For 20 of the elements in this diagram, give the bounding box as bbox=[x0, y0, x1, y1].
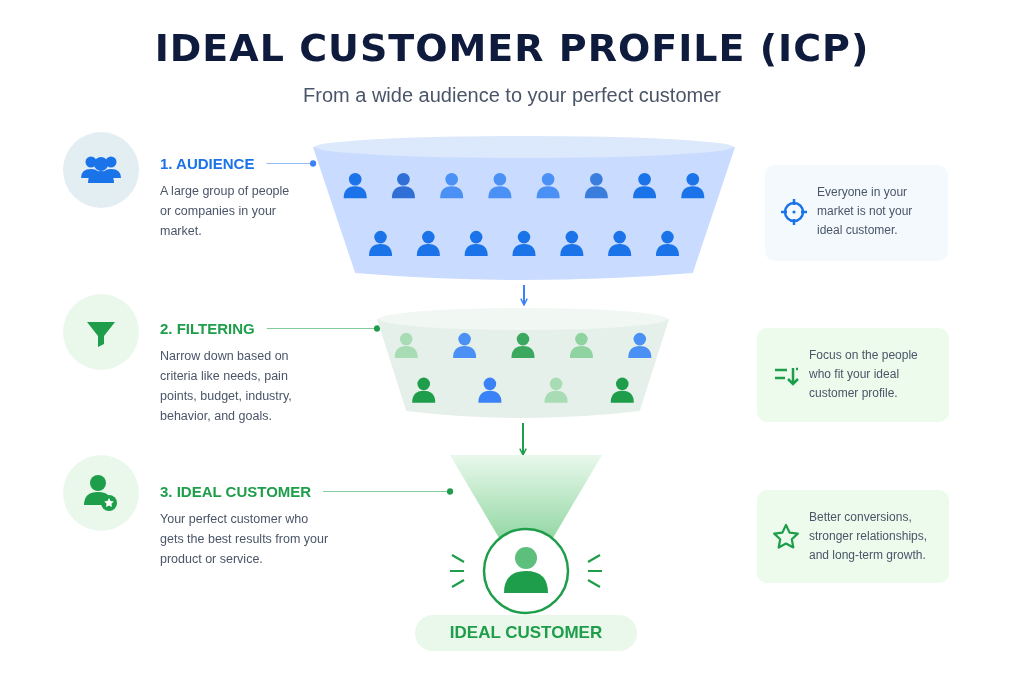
card-text: Everyone in your market is not your ideal customer. bbox=[817, 184, 914, 239]
step-description: A large group of people or companies in your market. bbox=[160, 183, 291, 240]
card-text: Better conversions, stronger relationships, and long-term growth. bbox=[809, 509, 929, 564]
result-banner: IDEAL CUSTOMER bbox=[415, 615, 637, 651]
arrow bbox=[519, 422, 527, 456]
title: IDEAL CUSTOMER PROFILE (ICP) bbox=[153, 26, 871, 70]
leader-line bbox=[266, 325, 381, 332]
step-description: Your perfect customer who gets the best results from your product or service. bbox=[160, 511, 330, 568]
leader-line bbox=[322, 488, 454, 495]
arrow bbox=[520, 284, 528, 306]
step-description: Narrow down based on criteria like needs, pain points, budget, industry, behavior, and goals. bbox=[160, 348, 293, 425]
leader-line bbox=[265, 160, 317, 167]
info-card bbox=[757, 328, 949, 422]
step-heading: 1. AUDIENCE bbox=[160, 155, 255, 172]
step-heading: 3. IDEAL CUSTOMER bbox=[160, 483, 312, 500]
subtitle: From a wide audience to your perfect customer bbox=[302, 84, 722, 107]
info-card bbox=[765, 165, 948, 261]
info-card bbox=[757, 490, 949, 583]
step-heading: 2. FILTERING bbox=[160, 320, 255, 337]
card-text: Focus on the people who fit your ideal customer profile. bbox=[809, 347, 919, 402]
